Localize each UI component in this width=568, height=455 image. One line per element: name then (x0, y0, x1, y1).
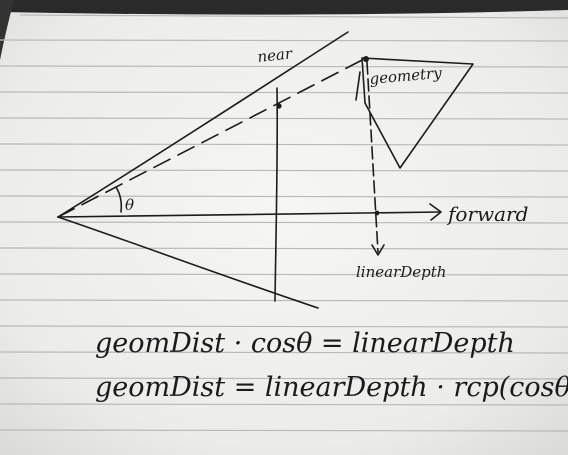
equation-line-1: geomDist · cosθ = linearDepth (95, 328, 515, 359)
forward-arrowhead (429, 203, 442, 221)
view-ray-dashed (57, 57, 367, 218)
near-plane-intersection (276, 103, 282, 109)
linear-depth-projection (366, 61, 385, 256)
forward-axis (57, 203, 442, 221)
forward-label: forward (446, 202, 528, 226)
angle-label: θ (125, 196, 134, 214)
paper-edge-shadow (0, 0, 568, 15)
paper-corner-shadow (0, 0, 14, 60)
geometry-leader (355, 71, 361, 101)
linear-depth-label: linearDepth (356, 263, 446, 281)
view-frustum (57, 31, 349, 309)
geometry-shape (355, 56, 474, 169)
near-label: near (257, 44, 294, 66)
linear-depth-arrowhead (371, 244, 385, 256)
near-plane-line (274, 87, 279, 302)
ruled-lines (0, 14, 568, 432)
angle-arc (115, 186, 123, 213)
equation-line-2: geomDist = linearDepth · rcp(cosθ) (95, 372, 568, 403)
frustum-upper-edge (57, 31, 349, 218)
frustum-lower-edge (57, 216, 319, 309)
forward-intersection-point (374, 210, 380, 216)
geometry-hit-point (363, 56, 369, 62)
